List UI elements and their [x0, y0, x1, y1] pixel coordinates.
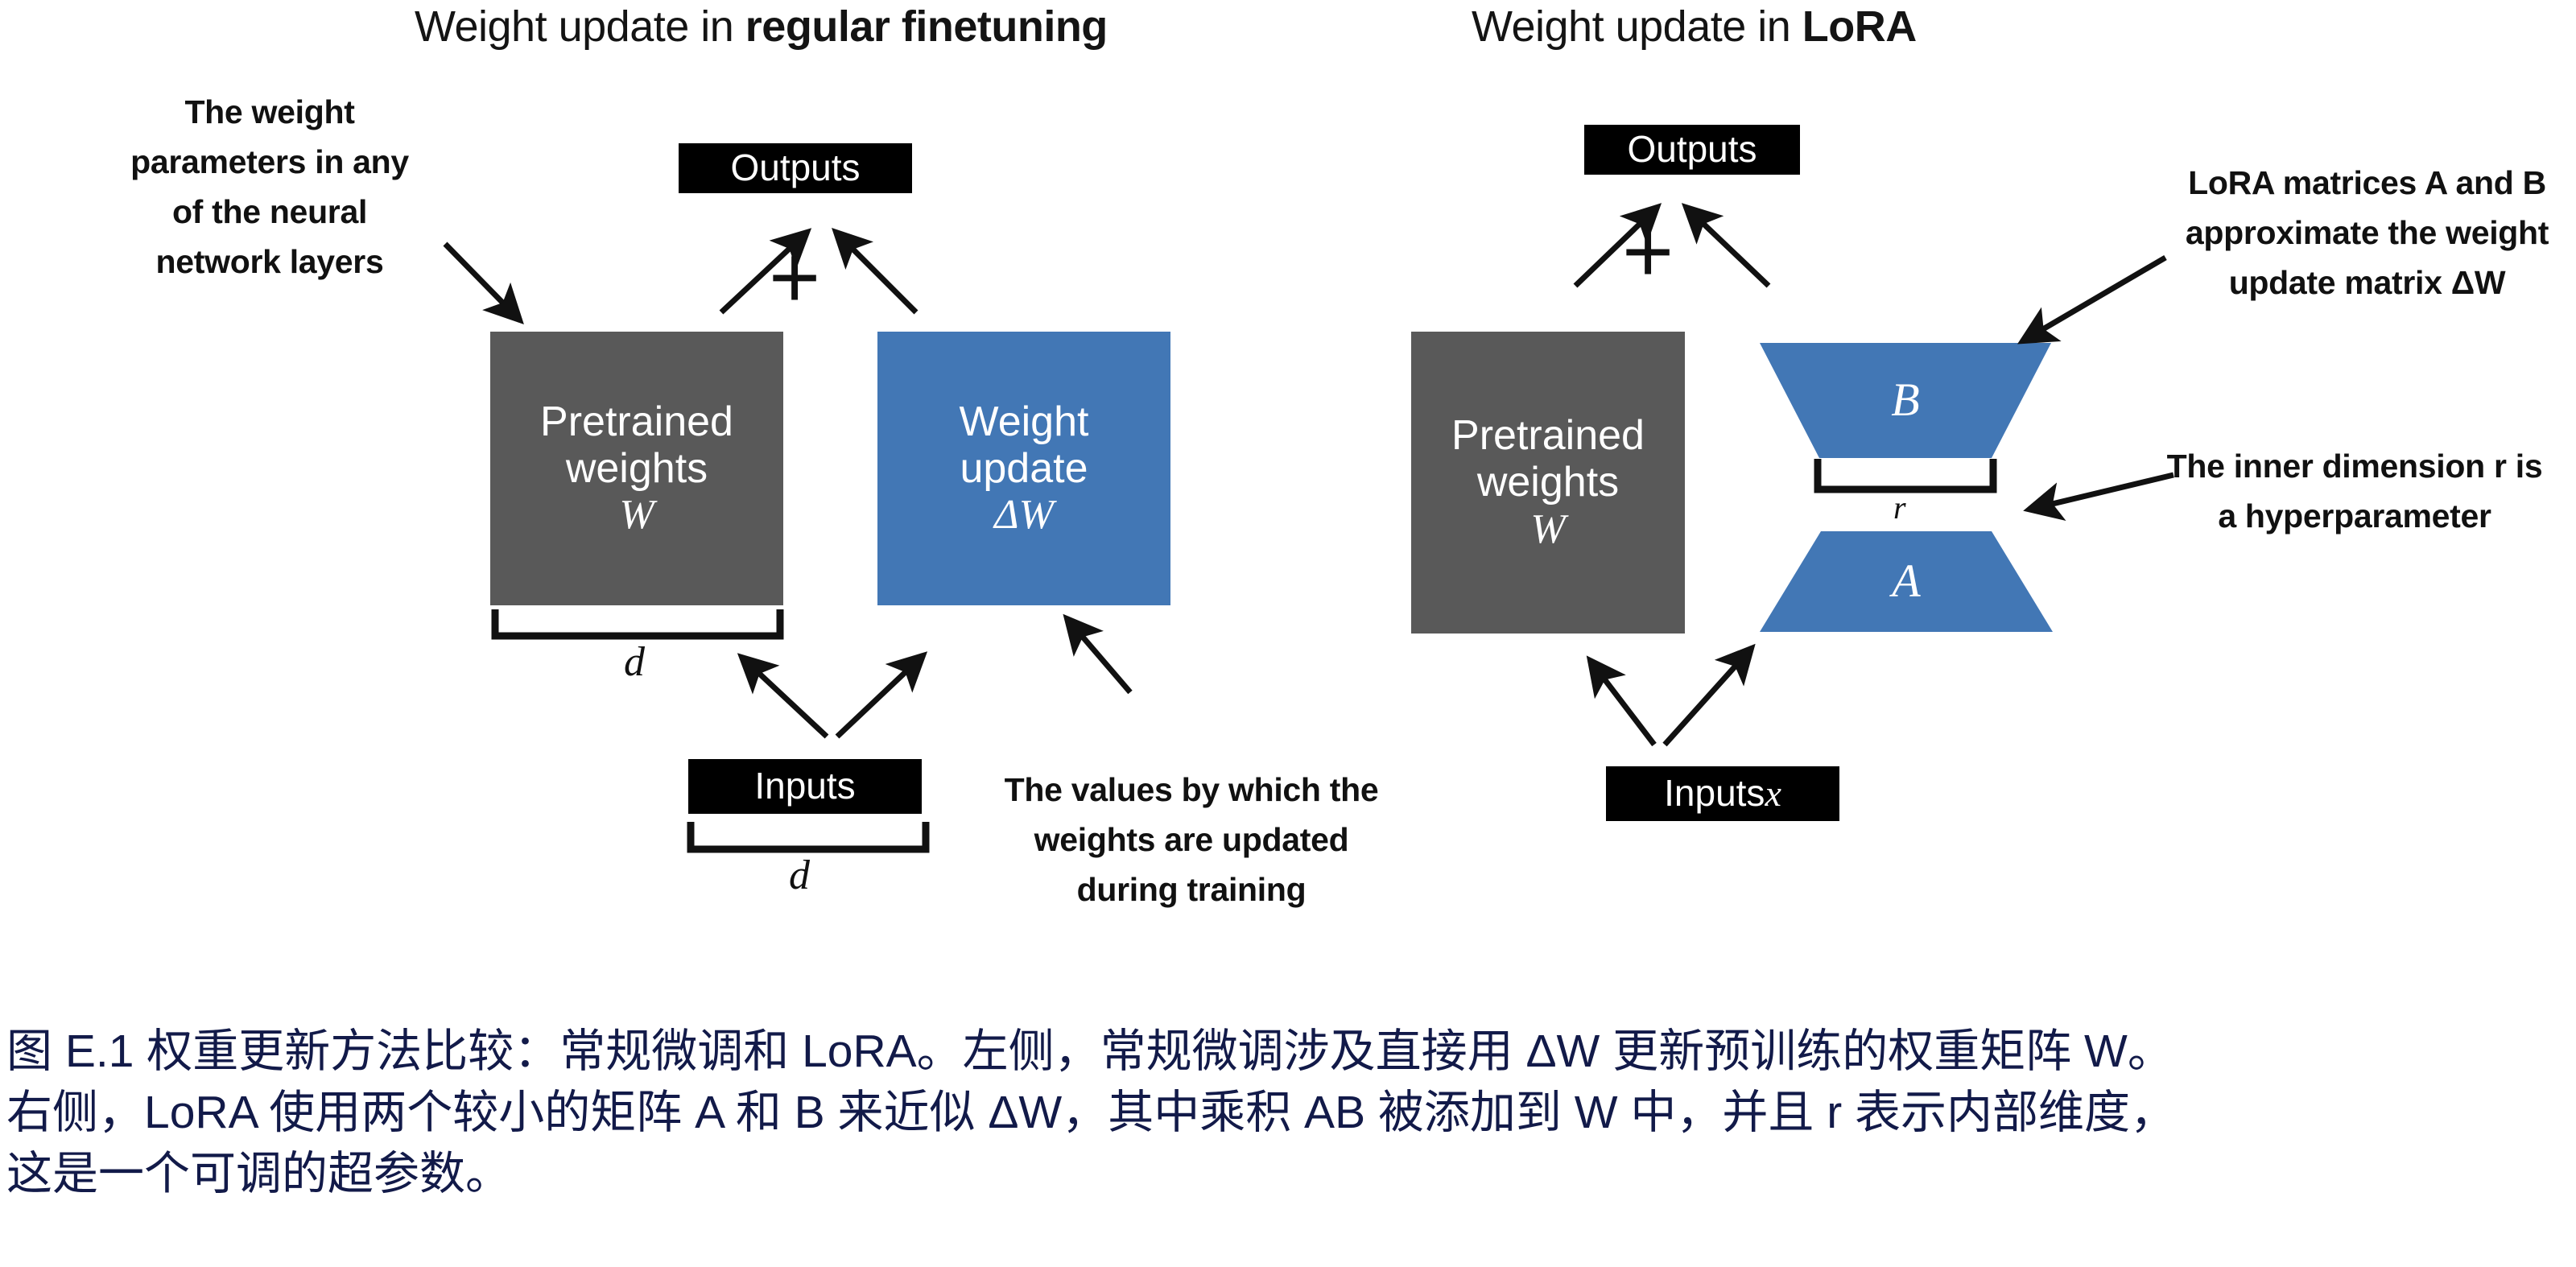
lora-comparison-diagram: Weight update in regular finetuning The …: [97, 2, 2570, 914]
arrow-inner-dimension-note: [2023, 472, 2174, 522]
arrow-lora-right-to-outputs: [1681, 203, 1771, 288]
bracket-r-inner-dimension: [1814, 459, 1997, 493]
callout-values-updated-note: The values by which the weights are upda…: [950, 765, 1433, 914]
outputs-box-lora: Outputs: [1584, 125, 1800, 175]
callout-inner-dimension-note: The inner dimension r is a hyperparamete…: [2141, 441, 2568, 541]
dimension-label-d-inputs: d: [789, 852, 810, 898]
bracket-d-inputs: [687, 822, 930, 853]
callout-line: during training: [1076, 871, 1307, 908]
lora-matrix-b-symbol: B: [1891, 373, 1920, 427]
box-line-1: Pretrained: [1451, 412, 1645, 460]
arrow-lora-inputs-to-pretrained: [1586, 655, 1657, 747]
lora-matrix-b-label-wrap: B: [1760, 343, 2051, 458]
inputs-box-lora: Inputs x: [1606, 766, 1839, 821]
callout-line: LoRA matrices A and B: [2188, 164, 2546, 201]
weight-update-box-regular: Weight update ΔW: [877, 332, 1170, 605]
callout-line: approximate the weight: [2185, 214, 2549, 251]
plus-sign-regular: +: [769, 228, 821, 327]
arrow-weight-params-to-box: [443, 241, 524, 325]
box-line-1: Weight: [959, 398, 1089, 445]
arrow-pretrained-to-outputs: [719, 228, 812, 315]
callout-line: of the neural: [171, 193, 368, 230]
outputs-box-regular: Outputs: [679, 143, 912, 193]
pretrained-weights-box-regular: Pretrained weights W: [490, 332, 783, 605]
callout-line: The values by which the: [1004, 771, 1379, 808]
arrow-update-to-outputs: [832, 228, 919, 315]
box-line-2: weights: [565, 444, 708, 492]
box-symbol: W: [1530, 506, 1566, 552]
arrow-inputs-to-update: [835, 651, 928, 739]
box-symbol: W: [619, 492, 654, 539]
callout-line: The inner dimension r is: [2166, 448, 2543, 485]
callout-line: parameters in any: [130, 143, 409, 180]
dimension-label-r: r: [1893, 489, 1906, 526]
pretrained-weights-box-lora: Pretrained weights W: [1411, 332, 1685, 634]
box-line-2: update: [960, 444, 1088, 492]
panel-title-lora: Weight update in LoRA: [1472, 2, 1917, 51]
lora-matrix-a-symbol: A: [1892, 555, 1921, 608]
arrow-lora-inputs-to-a: [1662, 643, 1756, 747]
lora-matrix-b-shape: [1760, 343, 2051, 458]
panel-title-regular-finetuning: Weight update in regular finetuning: [415, 2, 1108, 51]
lora-matrix-a-shape: [1760, 531, 2053, 632]
plus-sign-lora: +: [1622, 202, 1674, 301]
arrow-inputs-to-pretrained: [737, 653, 829, 739]
callout-line: update matrix ΔW: [2228, 264, 2506, 301]
callout-line: a hyperparameter: [2218, 497, 2491, 534]
dimension-label-d-pretrained: d: [624, 639, 645, 685]
arrow-lora-matrices-note: [2017, 254, 2167, 345]
bracket-d-pretrained: [491, 609, 784, 640]
box-line-2: weights: [1476, 459, 1620, 506]
callout-line: network layers: [155, 243, 384, 280]
lora-matrix-a-label-wrap: A: [1760, 531, 2053, 632]
inputs-box-regular: Inputs: [688, 759, 922, 814]
callout-weight-params-note: The weight parameters in any of the neur…: [97, 87, 443, 287]
inputs-label: Inputs: [1664, 772, 1765, 815]
box-symbol: ΔW: [994, 492, 1054, 539]
callout-line: weights are updated: [1034, 821, 1349, 858]
callout-lora-matrices-note: LoRA matrices A and B approximate the we…: [2164, 158, 2570, 307]
inputs-label: Inputs: [754, 765, 856, 807]
arrow-values-note-to-update-box: [1063, 613, 1133, 695]
box-line-1: Pretrained: [540, 398, 733, 445]
outputs-label: Outputs: [730, 147, 861, 189]
outputs-label: Outputs: [1627, 128, 1757, 171]
figure-caption: 图 E.1 权重更新方法比较：常规微调和 LoRA。左侧，常规微调涉及直接用 Δ…: [6, 1026, 2177, 1199]
inputs-symbol: x: [1765, 773, 1781, 815]
diagram-vector-layer: [443, 203, 2174, 853]
arrow-lora-left-to-outputs: [1573, 203, 1662, 288]
callout-line: The weight: [184, 93, 355, 130]
